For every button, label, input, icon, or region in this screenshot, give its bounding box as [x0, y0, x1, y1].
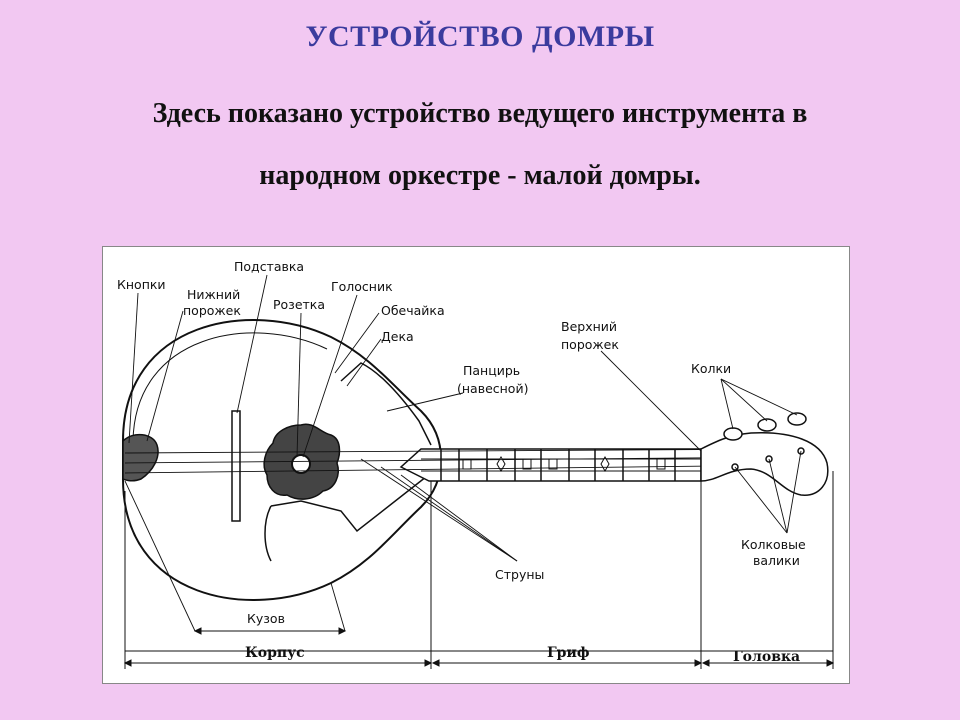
- label-deka: Дека: [381, 329, 414, 344]
- label-porozhek-upper: порожек: [561, 337, 619, 352]
- label-golosnik: Голосник: [331, 279, 393, 294]
- label-obechayka: Обечайка: [381, 303, 445, 318]
- subtitle-line-2: народном оркестре - малой домры.: [259, 160, 701, 191]
- pointer-lines: [124, 274, 802, 632]
- label-pancir: Панцирь: [463, 363, 520, 378]
- slide-title: УСТРОЙСТВО ДОМРЫ: [305, 20, 655, 53]
- subtitle-line-1: Здесь показано устройство ведущего инстр…: [152, 98, 808, 129]
- label-korpus: Корпус: [245, 645, 305, 661]
- label-knopki: Кнопки: [117, 277, 166, 292]
- label-rozetka: Розетка: [273, 297, 325, 312]
- label-kuzov: Кузов: [247, 611, 285, 626]
- label-struny: Струны: [495, 567, 544, 582]
- fret-markers: [462, 455, 666, 473]
- label-nizhniy: Нижний: [187, 287, 240, 302]
- label-navesnoy: (навесной): [457, 381, 528, 396]
- domra-diagram: Кнопки Нижний порожек Подставка Розетка …: [102, 246, 850, 684]
- label-kolki: Колки: [691, 361, 731, 376]
- strings: [124, 448, 802, 474]
- label-valiki: валики: [753, 553, 800, 568]
- label-golovka: Головка: [733, 649, 800, 665]
- label-kolkovye: Колковые: [741, 537, 806, 552]
- label-podstavka: Подставка: [234, 259, 304, 274]
- label-grif: Гриф: [547, 645, 590, 661]
- label-porozhek-lower: порожек: [183, 303, 241, 318]
- tailpiece: [122, 433, 159, 482]
- dimension-lines: [123, 471, 835, 669]
- label-verkhniy: Верхний: [561, 319, 617, 334]
- domra-head: [700, 412, 829, 496]
- bridge: [231, 410, 241, 522]
